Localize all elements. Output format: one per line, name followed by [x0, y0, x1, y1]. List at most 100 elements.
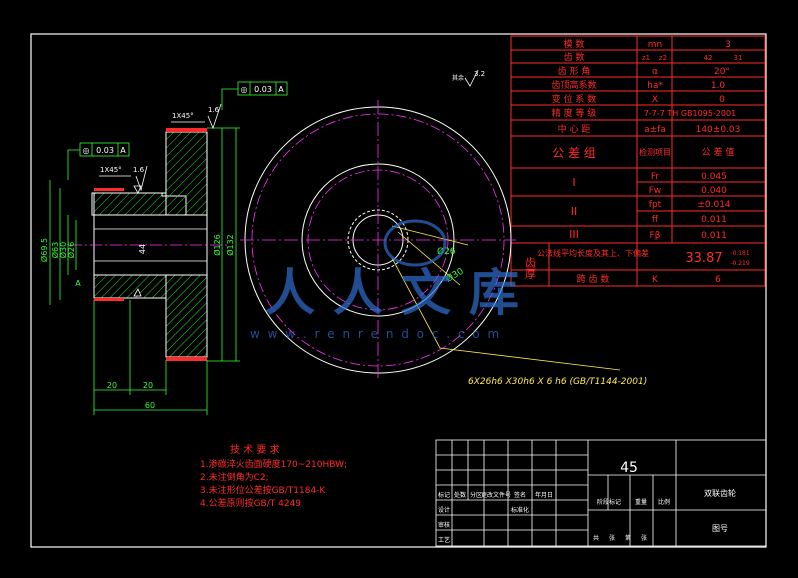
drawing-border: [30, 33, 767, 548]
parameter-table-text: 模 数 mn 3 齿 数 z1 z2 42 31 齿 形 角 α 20° 齿顶高…: [524, 38, 750, 285]
surface-finish-value: 3.2: [474, 70, 485, 78]
tech-req-1: 1.渗碳淬火齿面硬度170~210HBW;: [200, 458, 347, 470]
roughness-label-left: 1.6: [133, 166, 145, 174]
row-pressure-angle-sym: α: [652, 67, 658, 77]
tb-header-3: 分区: [470, 491, 482, 499]
dim-d30: Ø30: [58, 242, 68, 258]
section-hatch-lower-rim: [165, 274, 208, 358]
row-center-distance-sym: a±fa: [644, 125, 666, 135]
front-dim-d26: Ø26: [437, 246, 456, 257]
dim-h44: 44: [138, 244, 147, 254]
watermark-brand: 人人文库: [265, 264, 537, 322]
roughness-label-top: 1.6: [208, 106, 220, 114]
fcf-top-value: 0.03: [254, 85, 272, 94]
section-hatch-lower-hub: [93, 274, 167, 299]
tb-std-label: 标准化: [511, 506, 529, 514]
fcf-top-symbol: ◎: [241, 85, 248, 94]
gear-section-view: Ø69.5 Ø63 Ø30 Ø26 44 Ø126 Ø132 20 20 60 …: [39, 69, 485, 415]
grade-3: III: [569, 228, 579, 241]
dim-d69: Ø69.5: [39, 238, 49, 262]
row-addendum-sym: ha*: [647, 81, 663, 91]
dim-d132: Ø132: [225, 234, 235, 256]
gear-tooth-top: [166, 128, 207, 132]
chamfer-label-top: 1X45°: [172, 112, 194, 120]
row-accuracy-val: 7-7-7 TH GB1095-2001: [644, 109, 736, 118]
dim-w20b: 20: [143, 381, 153, 390]
row-addendum-val: 1.0: [711, 81, 726, 91]
tech-req-2: 2.未注倒角为C2;: [200, 471, 269, 483]
grade-2-sym-a: fpt: [649, 200, 662, 210]
row-center-distance-label: 中 心 距: [558, 123, 591, 135]
dim-d63: Ø63: [50, 242, 60, 258]
grade-3-val: 0.011: [701, 231, 727, 241]
common-normal-upper: -0.181: [730, 250, 750, 257]
section-hatch-upper-hub: [93, 192, 167, 216]
svg-text:其余: 其余: [452, 74, 464, 82]
small-gear-tooth-top: [94, 188, 124, 191]
dim-w20a: 20: [107, 381, 117, 390]
grade-2: II: [571, 205, 578, 218]
tb-scale-label: 比例: [658, 498, 670, 506]
tb-total-label: 共: [593, 534, 599, 542]
grade-1-sym-a: Fr: [651, 172, 660, 182]
row-teeth-sym1: z1: [642, 54, 650, 62]
tech-req-3: 3.未注形位公差按GB/T1184-K: [200, 484, 326, 496]
watermark: 人人文库 w w w . r e n r e n d o c . c o m: [250, 219, 537, 341]
spline-note: 6X26h6 X30h6 X 6 h6 (GB/T1144-2001): [468, 377, 647, 387]
tb-header-2: 处数: [454, 491, 466, 499]
dim-w60: 60: [145, 401, 155, 410]
tooth-thickness-label: 齿厚: [524, 257, 537, 280]
tb-header-6: 年月日: [535, 491, 553, 499]
grade-3-sym: Fβ: [650, 231, 661, 241]
section-hatch-upper-rim: [165, 131, 208, 216]
row-pressure-angle-label: 齿 形 角: [558, 65, 591, 77]
common-normal-label: 公法线平均长度及其上、下偏差: [537, 248, 649, 258]
grade-2-val-b: 0.011: [701, 215, 727, 225]
dim-d26: Ø26: [66, 242, 76, 258]
tech-req-title: 技 术 要 求: [230, 443, 280, 456]
grade-1-val-b: 0.040: [701, 186, 727, 196]
grade-1-sym-b: Fw: [649, 186, 662, 196]
common-normal-lower: -0.219: [730, 260, 750, 267]
fcf-left-symbol: ◎: [83, 146, 90, 155]
tb-row-design: 设计: [438, 506, 450, 514]
check-item-label: 检测项目: [639, 147, 671, 157]
tb-header-5: 签名: [514, 491, 526, 499]
tb-stage-label: 阶段标记: [597, 498, 621, 506]
row-teeth-val2: 31: [734, 54, 743, 62]
row-teeth-val1: 42: [704, 54, 713, 62]
fcf-top-datum: A: [278, 85, 284, 94]
span-sym: K: [652, 275, 659, 285]
row-module-val: 3: [725, 40, 731, 50]
tech-req-4: 4.公差原则按GB/T 4249: [200, 497, 301, 509]
tb-nth-label: 第: [625, 534, 631, 542]
gear-tooth-bottom: [166, 357, 207, 361]
span-label: 跨 齿 数: [577, 273, 610, 285]
row-accuracy-label: 精 度 等 级: [552, 107, 597, 119]
row-teeth-label: 齿 数: [564, 51, 585, 63]
material-value: 45: [620, 460, 638, 476]
grade-2-sym-b: ff: [652, 215, 659, 225]
span-value: 6: [715, 275, 721, 285]
row-teeth-sym2: z2: [659, 54, 667, 62]
tb-sheet-label-1: 张: [609, 534, 615, 542]
tb-row-review: 审核: [438, 521, 450, 529]
row-shift-sym: X: [652, 95, 658, 105]
dim-d126: Ø126: [212, 234, 222, 256]
grade-1-val-a: 0.045: [701, 172, 727, 182]
grade-2-val-a: ±0.014: [697, 200, 731, 210]
tb-header-1: 标记: [438, 491, 450, 499]
fcf-left: ◎ 0.03 A: [67, 142, 130, 180]
common-normal-value: 33.87: [685, 251, 722, 266]
title-block-text: 45 双联齿轮 图号 标记 处数 分区 更改文件号 签名 年月日 设计 审核 工…: [438, 460, 736, 544]
tb-header-4: 更改文件号: [481, 491, 511, 499]
chamfer-label-left: 1X45°: [100, 166, 122, 174]
part-name: 双联齿轮: [704, 488, 736, 498]
row-shift-label: 变 位 系 数: [552, 93, 597, 105]
tb-row-process: 工艺: [438, 536, 450, 544]
row-shift-val: 0: [719, 95, 725, 105]
watermark-url: w w w . r e n r e n d o c . c o m: [250, 327, 501, 341]
grade-1: I: [572, 176, 575, 189]
